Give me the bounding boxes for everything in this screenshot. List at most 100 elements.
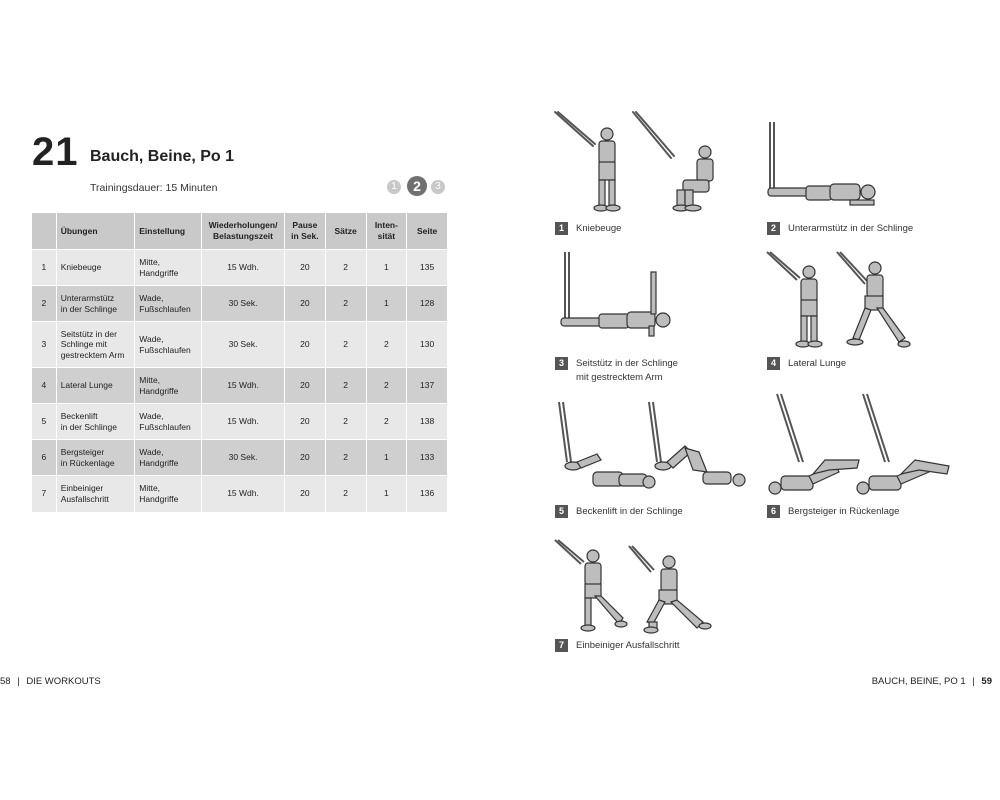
row-number-cell: 7 bbox=[32, 475, 57, 512]
pause-cell: 20 bbox=[284, 367, 326, 404]
caption-3: 3 Seitstütz in der Schlinge mit gestreck… bbox=[555, 357, 678, 385]
exercise-cell: Unterarmstütz in der Schlinge bbox=[56, 285, 136, 322]
caption-text: Bergsteiger in Rückenlage bbox=[788, 506, 900, 517]
reps-cell: 15 Wdh. bbox=[201, 403, 285, 440]
caption-2: 2 Unterarmstütz in der Schlinge bbox=[767, 222, 913, 236]
pause-cell: 20 bbox=[284, 439, 326, 476]
level-3-badge: 3 bbox=[431, 180, 445, 194]
page-cell: 128 bbox=[406, 285, 448, 322]
intensity-cell: 1 bbox=[366, 285, 408, 322]
exercise-cell: Kniebeuge bbox=[56, 249, 136, 286]
caption-4: 4 Lateral Lunge bbox=[767, 357, 846, 371]
setting-cell: Wade, Fußschlaufen bbox=[134, 403, 203, 440]
col-page-header: Seite bbox=[406, 213, 448, 250]
col-setting-header: Einstellung bbox=[134, 213, 203, 250]
exercise-cell: Lateral Lunge bbox=[56, 367, 136, 404]
caption-text: Einbeiniger Ausfallschritt bbox=[576, 640, 680, 651]
exercise-cell: Bergsteiger in Rückenlage bbox=[56, 439, 136, 476]
caption-7: 7 Einbeiniger Ausfallschritt bbox=[555, 639, 680, 653]
exercise-cell: Einbeiniger Ausfallschritt bbox=[56, 475, 136, 512]
caption-text: Beckenlift in der Schlinge bbox=[576, 506, 683, 517]
left-page-number: 58 bbox=[0, 676, 11, 687]
col-sets-header: Sätze bbox=[325, 213, 367, 250]
pause-cell: 20 bbox=[284, 403, 326, 440]
seitstuetz-illustration bbox=[560, 252, 671, 337]
unterarmstuetz-illustration bbox=[767, 122, 876, 206]
intensity-cell: 2 bbox=[366, 321, 408, 368]
kniebeuge-illustration bbox=[554, 111, 714, 212]
intensity-cell: 2 bbox=[366, 403, 408, 440]
reps-cell: 15 Wdh. bbox=[201, 475, 285, 512]
sets-cell: 2 bbox=[325, 285, 367, 322]
page-cell: 136 bbox=[406, 475, 448, 512]
col-exercise-header: Übungen bbox=[56, 213, 136, 250]
caption-number-badge: 4 bbox=[767, 357, 780, 370]
workout-number: 21 bbox=[32, 130, 79, 174]
sets-cell: 2 bbox=[325, 321, 367, 368]
caption-number-badge: 5 bbox=[555, 505, 568, 518]
figure-ausfallschritt bbox=[553, 538, 723, 636]
row-number-cell: 2 bbox=[32, 285, 57, 322]
ausfallschritt-illustration bbox=[554, 539, 712, 634]
col-intensity-header: Inten- sität bbox=[366, 213, 408, 250]
reps-cell: 15 Wdh. bbox=[201, 249, 285, 286]
table-header-row: Übungen Einstellung Wiederholungen/ Bela… bbox=[32, 213, 448, 250]
caption-text: Kniebeuge bbox=[576, 223, 622, 234]
caption-text: Seitstütz in der Schlinge mit gestreckte… bbox=[576, 358, 678, 383]
caption-number-badge: 7 bbox=[555, 639, 568, 652]
caption-5: 5 Beckenlift in der Schlinge bbox=[555, 505, 683, 519]
exercise-cell: Beckenlift in der Schlinge bbox=[56, 403, 136, 440]
page-cell: 138 bbox=[406, 403, 448, 440]
footer-right: BAUCH, BEINE, PO 1 | 59 bbox=[871, 676, 992, 687]
figure-kniebeuge bbox=[553, 110, 733, 215]
caption-number-badge: 2 bbox=[767, 222, 780, 235]
intensity-cell: 2 bbox=[366, 367, 408, 404]
workout-title: Bauch, Beine, Po 1 bbox=[90, 148, 235, 165]
caption-text: Lateral Lunge bbox=[788, 358, 847, 369]
setting-cell: Wade, Fußschlaufen bbox=[134, 321, 203, 368]
sets-cell: 2 bbox=[325, 403, 367, 440]
pause-cell: 20 bbox=[284, 249, 326, 286]
exercise-cell: Seitstütz in der Schlinge mit gestreckte… bbox=[56, 321, 136, 368]
reps-cell: 30 Sek. bbox=[201, 439, 285, 476]
lateral-lunge-illustration bbox=[766, 251, 911, 348]
row-number-cell: 4 bbox=[32, 367, 57, 404]
caption-6: 6 Bergsteiger in Rückenlage bbox=[767, 505, 899, 519]
page-cell: 130 bbox=[406, 321, 448, 368]
setting-cell: Mitte, Handgriffe bbox=[134, 249, 203, 286]
beckenlift-illustration bbox=[558, 401, 746, 489]
col-nr-header bbox=[32, 213, 57, 250]
reps-cell: 30 Sek. bbox=[201, 285, 285, 322]
caption-text: Unterarmstütz in der Schlinge bbox=[788, 223, 914, 234]
figure-seitstuetz bbox=[553, 250, 683, 340]
intensity-cell: 1 bbox=[366, 439, 408, 476]
reps-cell: 30 Sek. bbox=[201, 321, 285, 368]
setting-cell: Wade, Handgriffe bbox=[134, 439, 203, 476]
pause-cell: 20 bbox=[284, 321, 326, 368]
caption-1: 1 Kniebeuge bbox=[555, 222, 621, 236]
figure-lateral-lunge bbox=[765, 250, 915, 355]
col-pause-header: Pause in Sek. bbox=[284, 213, 326, 250]
page-cell: 137 bbox=[406, 367, 448, 404]
figure-beckenlift bbox=[553, 400, 753, 500]
sets-cell: 2 bbox=[325, 249, 367, 286]
setting-cell: Mitte, Handgriffe bbox=[134, 475, 203, 512]
footer-left: 58 | DIE WORKOUTS bbox=[0, 676, 101, 687]
bergsteiger-illustration bbox=[768, 393, 950, 495]
intensity-cell: 1 bbox=[366, 249, 408, 286]
pause-cell: 20 bbox=[284, 475, 326, 512]
row-number-cell: 1 bbox=[32, 249, 57, 286]
row-number-cell: 3 bbox=[32, 321, 57, 368]
right-section-label: BAUCH, BEINE, PO 1 bbox=[871, 676, 966, 687]
level-1-badge: 1 bbox=[387, 180, 401, 194]
setting-cell: Wade, Fußschlaufen bbox=[134, 285, 203, 322]
figure-unterarmstuetz bbox=[760, 120, 890, 215]
left-section-label: DIE WORKOUTS bbox=[26, 676, 101, 687]
sets-cell: 2 bbox=[325, 367, 367, 404]
